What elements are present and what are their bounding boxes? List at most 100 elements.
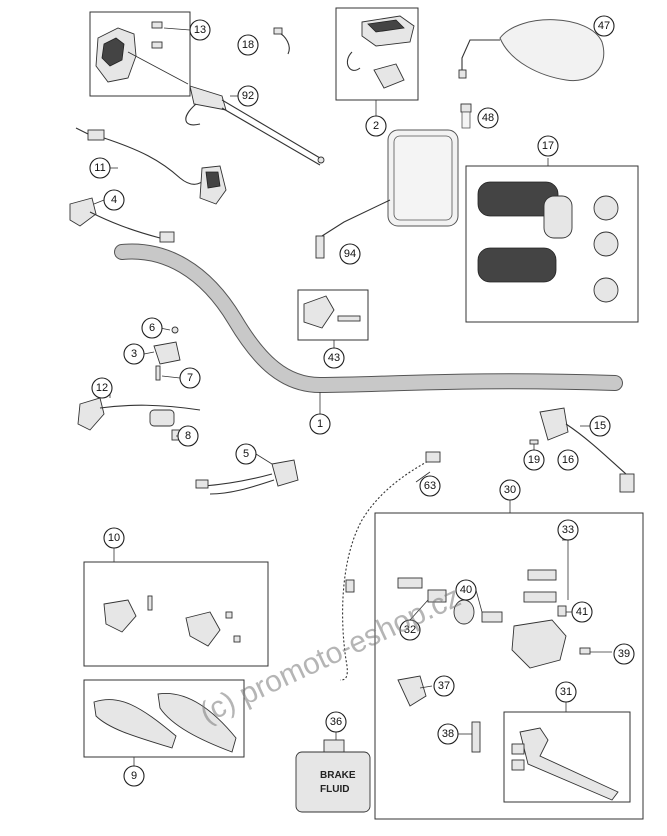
brake-line	[339, 451, 441, 681]
svg-text:33: 33	[562, 524, 574, 536]
box-brake-lever	[503, 711, 631, 803]
svg-text:19: 19	[528, 454, 540, 466]
callout-30: 30	[499, 479, 521, 501]
mirror-94	[315, 129, 459, 259]
kill-switch	[346, 15, 415, 114]
svg-text:63: 63	[424, 480, 436, 492]
callout-38: 38	[437, 723, 459, 745]
svg-text:32: 32	[404, 624, 416, 636]
svg-text:38: 38	[442, 728, 454, 740]
callout-7: 7	[179, 367, 201, 389]
callout-6: 6	[141, 317, 163, 339]
callout-41: 41	[571, 601, 593, 623]
callout-40: 40	[455, 579, 477, 601]
callout-92: 92	[237, 85, 259, 107]
clutch-switch	[77, 397, 201, 441]
callout-3: 3	[123, 343, 145, 365]
brake-lever	[511, 727, 619, 801]
callout-47: 47	[593, 15, 615, 37]
callout-10: 10	[103, 527, 125, 549]
svg-text:92: 92	[242, 90, 254, 102]
mirror-47	[458, 19, 605, 82]
callout-2: 2	[365, 115, 387, 137]
svg-text:7: 7	[187, 372, 193, 384]
svg-text:39: 39	[618, 648, 630, 660]
callout-39: 39	[613, 643, 635, 665]
handguards	[93, 692, 237, 753]
leader-lines	[93, 27, 612, 766]
callout-32: 32	[399, 619, 421, 641]
box-grip-switch	[89, 11, 191, 97]
svg-text:94: 94	[344, 248, 356, 260]
switch-4	[69, 197, 175, 243]
svg-text:36: 36	[330, 716, 342, 728]
svg-text:16: 16	[562, 454, 574, 466]
svg-text:6: 6	[149, 322, 155, 334]
throttle-housing	[95, 21, 189, 85]
svg-text:3: 3	[131, 348, 137, 360]
svg-text:17: 17	[542, 140, 554, 152]
svg-text:1: 1	[317, 418, 323, 430]
brake-fluid-label-1: BRAKE	[320, 770, 356, 781]
svg-text:12: 12	[96, 382, 108, 394]
svg-text:30: 30	[504, 484, 516, 496]
throttle-cables	[185, 85, 325, 166]
callout-63: 63	[419, 475, 441, 497]
svg-text:48: 48	[482, 112, 494, 124]
box-clutch-parts	[83, 561, 269, 667]
callout-18: 18	[237, 34, 259, 56]
callout-94: 94	[339, 243, 361, 265]
brake-master-cylinder	[397, 569, 591, 753]
callout-12: 12	[91, 377, 113, 399]
brake-fluid-label-2: FLUID	[320, 784, 349, 795]
svg-text:31: 31	[560, 686, 572, 698]
box-kill-switch	[335, 7, 419, 101]
callout-19: 19	[523, 449, 545, 471]
box-clamp	[297, 289, 369, 341]
callout-48: 48	[477, 107, 499, 129]
svg-text:13: 13	[194, 24, 206, 36]
svg-text:8: 8	[185, 430, 191, 442]
svg-text:15: 15	[594, 420, 606, 432]
callout-15: 15	[589, 415, 611, 437]
svg-text:41: 41	[576, 606, 588, 618]
callout-17: 17	[537, 135, 559, 157]
cable-tie	[273, 27, 290, 55]
callout-33: 33	[557, 519, 579, 541]
box-grips	[465, 165, 639, 323]
clamp	[303, 295, 361, 329]
callout-31: 31	[555, 681, 577, 703]
callout-11: 11	[89, 157, 111, 179]
svg-text:47: 47	[598, 20, 610, 32]
callout-8: 8	[177, 425, 199, 447]
mirror-adapter	[460, 103, 472, 129]
svg-text:18: 18	[242, 39, 254, 51]
box-handguards	[83, 679, 245, 758]
svg-text:5: 5	[243, 448, 249, 460]
hot-start-switch	[529, 407, 635, 493]
grips	[477, 181, 619, 303]
brake-fluid-bottle: BRAKE FLUID	[295, 739, 371, 813]
svg-text:43: 43	[328, 352, 340, 364]
cover-plate	[153, 326, 181, 381]
callout-43: 43	[323, 347, 345, 369]
svg-text:4: 4	[111, 194, 117, 206]
callout-4: 4	[103, 189, 125, 211]
callout-37: 37	[433, 675, 455, 697]
callout-9: 9	[123, 765, 145, 787]
svg-text:9: 9	[131, 770, 137, 782]
connector-harness	[195, 459, 299, 495]
box-brake-master	[374, 512, 644, 820]
switch-harness-11	[75, 127, 227, 205]
callout-1: 1	[309, 413, 331, 435]
callout-5: 5	[235, 443, 257, 465]
svg-text:2: 2	[373, 120, 379, 132]
callout-36: 36	[325, 711, 347, 733]
svg-text:40: 40	[460, 584, 472, 596]
svg-text:10: 10	[108, 532, 120, 544]
svg-text:11: 11	[94, 162, 105, 174]
clutch-parts	[103, 595, 241, 647]
svg-text:37: 37	[438, 680, 450, 692]
callout-13: 13	[189, 19, 211, 41]
